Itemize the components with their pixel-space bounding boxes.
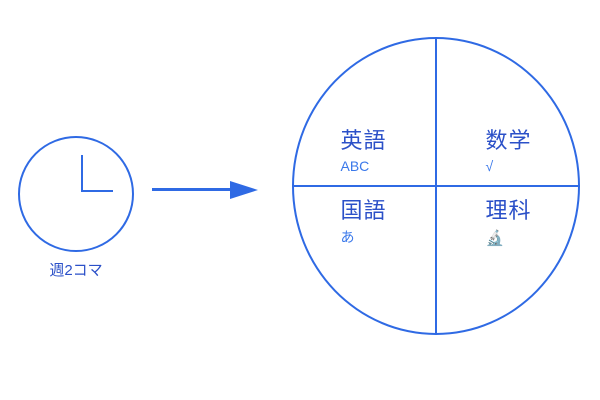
arrow-right-icon <box>152 181 258 199</box>
quadrant-math-title: 数学 <box>485 127 532 153</box>
quadrant-math-sub: √ <box>485 158 494 175</box>
clock-caption: 週2コマ <box>49 262 103 279</box>
quadrant-english-sub: ABC <box>340 158 370 175</box>
clock-hand-hour <box>81 190 113 192</box>
quadrant-japanese-title: 国語 <box>340 198 387 223</box>
quadrant-english-title: 英語 <box>340 127 387 153</box>
clock-icon <box>18 136 134 252</box>
quadrant-english[interactable]: 英語 ABC <box>292 37 435 185</box>
arrow-shaft <box>152 188 232 191</box>
wheel-divider-horizontal <box>292 185 580 187</box>
quadrant-math[interactable]: 数学 √ <box>437 37 580 185</box>
quadrant-science[interactable]: 理科 🔬 <box>437 187 580 335</box>
subject-wheel: 英語 ABC 数学 √ 国語 あ 理科 🔬 <box>292 37 580 335</box>
microscope-icon: 🔬 <box>485 229 505 247</box>
quadrant-japanese[interactable]: 国語 あ <box>292 187 435 335</box>
quadrant-science-title: 理科 <box>485 198 532 223</box>
quadrant-japanese-sub: あ <box>340 228 355 245</box>
clock-hand-minute <box>81 155 83 192</box>
arrow-head <box>230 181 258 199</box>
